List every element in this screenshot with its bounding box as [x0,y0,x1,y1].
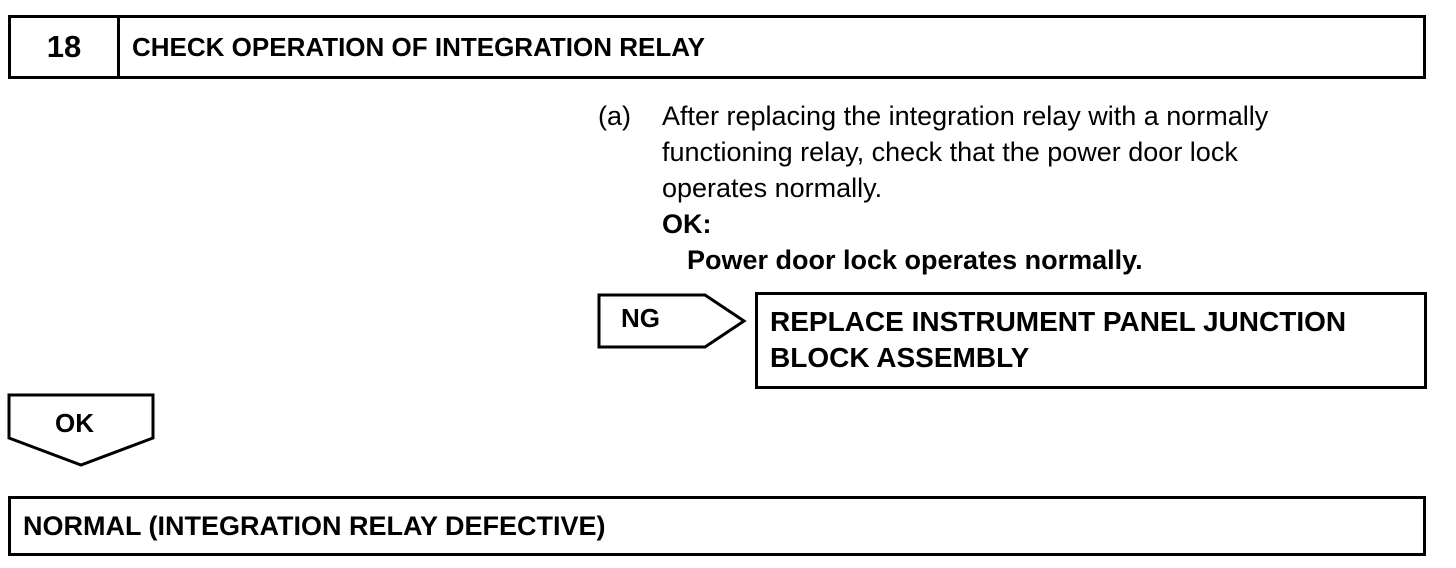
step-number: 18 [11,18,120,76]
final-result-box: NORMAL (INTEGRATION RELAY DEFECTIVE) [8,496,1426,556]
ng-arrow-icon [597,293,747,349]
ng-label: NG [621,303,660,333]
ng-result-box: REPLACE INSTRUMENT PANEL JUNCTION BLOCK … [755,292,1427,389]
instruction-line: operates normally. [662,173,883,203]
ok-label: OK [55,408,94,438]
step-title: CHECK OPERATION OF INTEGRATION RELAY [132,31,705,62]
instruction-label: (a) [598,101,631,131]
ok-criteria-text: Power door lock operates normally. [687,245,1143,275]
instruction-body: After replacing the integration relay wi… [662,98,1402,278]
instruction-line: functioning relay, check that the power … [662,137,1238,167]
instruction-line: After replacing the integration relay wi… [662,101,1269,131]
ng-result-line: REPLACE INSTRUMENT PANEL JUNCTION [770,306,1347,337]
step-header: 18 CHECK OPERATION OF INTEGRATION RELAY [8,15,1426,79]
ng-result-line: BLOCK ASSEMBLY [770,342,1030,373]
ok-arrow-icon [7,393,155,467]
ok-criteria-label: OK: [662,209,712,239]
